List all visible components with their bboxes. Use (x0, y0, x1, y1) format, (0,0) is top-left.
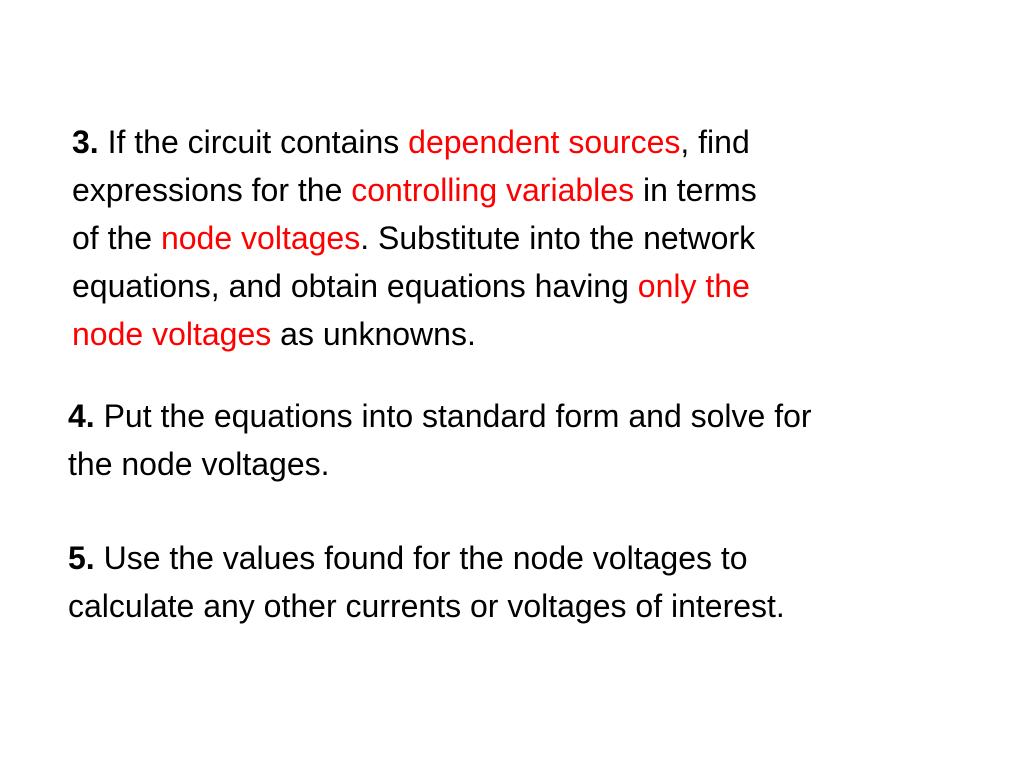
step-5-paragraph: 5. Use the values found for the node vol… (68, 534, 785, 630)
text-segment: calculate any other currents or voltages… (68, 588, 785, 624)
step3-line: node voltages as unknowns. (72, 310, 757, 358)
step4-line: 4. Put the equations into standard form … (68, 392, 812, 440)
text-segment: , find (680, 124, 750, 160)
step-3-paragraph: 3. If the circuit contains dependent sou… (72, 118, 757, 358)
text-segment: . Substitute into the network (360, 220, 756, 256)
text-segment: expressions for the (72, 172, 352, 208)
step4-line: the node voltages. (68, 440, 812, 488)
step3-line: of the node voltages. Substitute into th… (72, 214, 757, 262)
step4-number: 4. (68, 398, 95, 434)
highlighted-term: dependent sources (408, 124, 681, 160)
step3-line: equations, and obtain equations having o… (72, 262, 757, 310)
text-segment: Put the equations into standard form and… (94, 398, 812, 434)
highlighted-term: node voltages (160, 220, 361, 256)
highlighted-term: controlling variables (351, 172, 635, 208)
highlighted-term: node voltages (72, 316, 272, 352)
step3-line: 3. If the circuit contains dependent sou… (72, 118, 757, 166)
text-segment: Use the values found for the node voltag… (94, 540, 748, 576)
text-segment: as unknowns. (271, 316, 476, 352)
text-segment: in terms (634, 172, 757, 208)
text-segment: If the circuit contains (98, 124, 409, 160)
text-segment: equations, and obtain equations having (72, 268, 638, 304)
step5-line: 5. Use the values found for the node vol… (68, 534, 785, 582)
text-segment: of the (72, 220, 161, 256)
highlighted-term: only the (637, 268, 750, 304)
step5-line: calculate any other currents or voltages… (68, 582, 785, 630)
step3-number: 3. (72, 124, 99, 160)
text-segment: the node voltages. (68, 446, 330, 482)
step-4-paragraph: 4. Put the equations into standard form … (68, 392, 812, 488)
step5-number: 5. (68, 540, 95, 576)
step3-line: expressions for the controlling variable… (72, 166, 757, 214)
